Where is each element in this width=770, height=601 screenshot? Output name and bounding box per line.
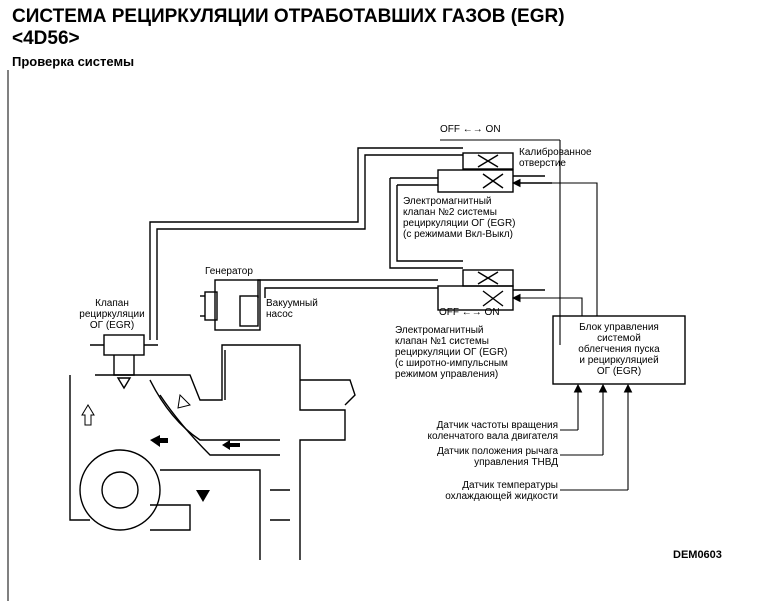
page-subtitle: Проверка системы	[12, 54, 135, 69]
switch-label-top: OFF ←→ ON	[440, 124, 501, 135]
engine-shape	[69, 344, 356, 560]
solenoid-valve-1-shape	[437, 269, 545, 311]
egr-valve-shape	[90, 334, 158, 390]
title-line-1: СИСТЕМА РЕЦИРКУЛЯЦИИ ОТРАБОТАВШИХ ГАЗОВ …	[12, 6, 565, 27]
flow-arrows	[81, 393, 240, 502]
vacuum-hose-top	[149, 147, 463, 340]
solenoid-valve-1-label: Электромагнитный клапан №1 системы рецир…	[395, 325, 508, 380]
sensor-lever-label: Датчик положения рычага управления ТНВД	[437, 446, 558, 468]
calibrated-hole-label: Калиброванное отверстие	[519, 147, 592, 169]
control-unit-label: Блок управления системой облегчения пуск…	[578, 322, 660, 377]
solenoid-valve-2-label: Электромагнитный клапан №2 системы рецир…	[403, 196, 516, 240]
switch-label-bottom: OFF ←→ ON	[439, 307, 500, 318]
control-unit-box	[552, 315, 686, 385]
figure-code: DEM0603	[673, 549, 722, 561]
vacuum-pump-label: Вакуумный насос	[266, 298, 318, 320]
vacuum-hose-pump	[257, 279, 438, 298]
page-title: СИСТЕМА РЕЦИРКУЛЯЦИИ ОТРАБОТАВШИХ ГАЗОВ …	[12, 6, 565, 50]
sensor-temp-label: Датчик температуры охлаждающей жидкости	[445, 480, 558, 502]
generator-shape	[200, 279, 261, 331]
vacuum-hose-link	[389, 177, 463, 269]
wiring	[440, 139, 633, 491]
sensor-rpm-label: Датчик частоты вращения коленчатого вала…	[427, 420, 558, 442]
title-line-2: <4D56>	[12, 28, 80, 49]
egr-valve-label: Клапан рециркуляции ОГ (EGR)	[79, 298, 145, 331]
generator-label: Генератор	[205, 266, 253, 277]
